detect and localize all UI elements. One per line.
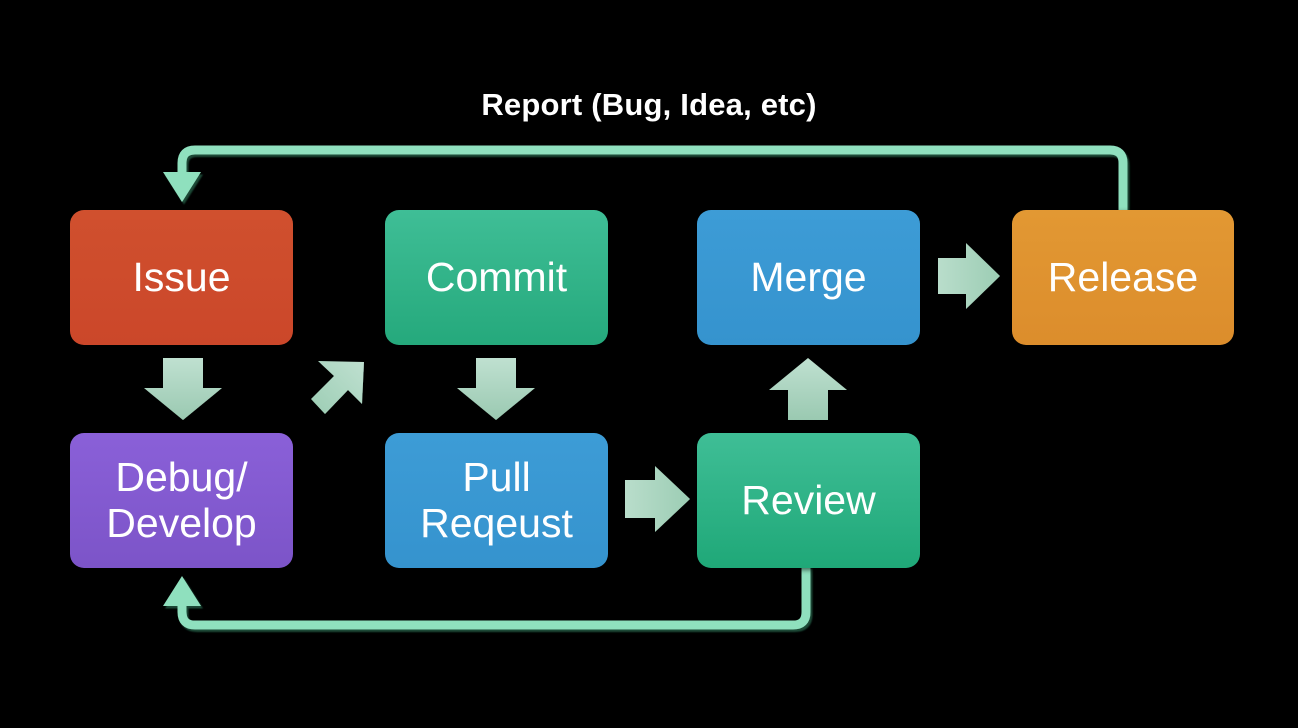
edge-review-to-merge [769,358,847,420]
node-pull-request[interactable]: Pull Reqeust [385,433,608,568]
edge-review-to-debug [163,566,811,630]
edge-issue-to-debug [144,358,222,420]
edge-commit-to-pr [457,358,535,420]
node-review[interactable]: Review [697,433,920,568]
node-issue[interactable]: Issue [70,210,293,345]
node-merge[interactable]: Merge [697,210,920,345]
edge-debug-to-commit [311,361,364,414]
node-commit[interactable]: Commit [385,210,608,345]
edge-pr-to-review [625,466,690,532]
node-release[interactable]: Release [1012,210,1234,345]
edge-release-to-issue [163,145,1128,212]
page-title: Report (Bug, Idea, etc) [481,87,817,122]
node-debug-develop[interactable]: Debug/ Develop [70,433,293,568]
edge-merge-to-release [938,243,1000,309]
